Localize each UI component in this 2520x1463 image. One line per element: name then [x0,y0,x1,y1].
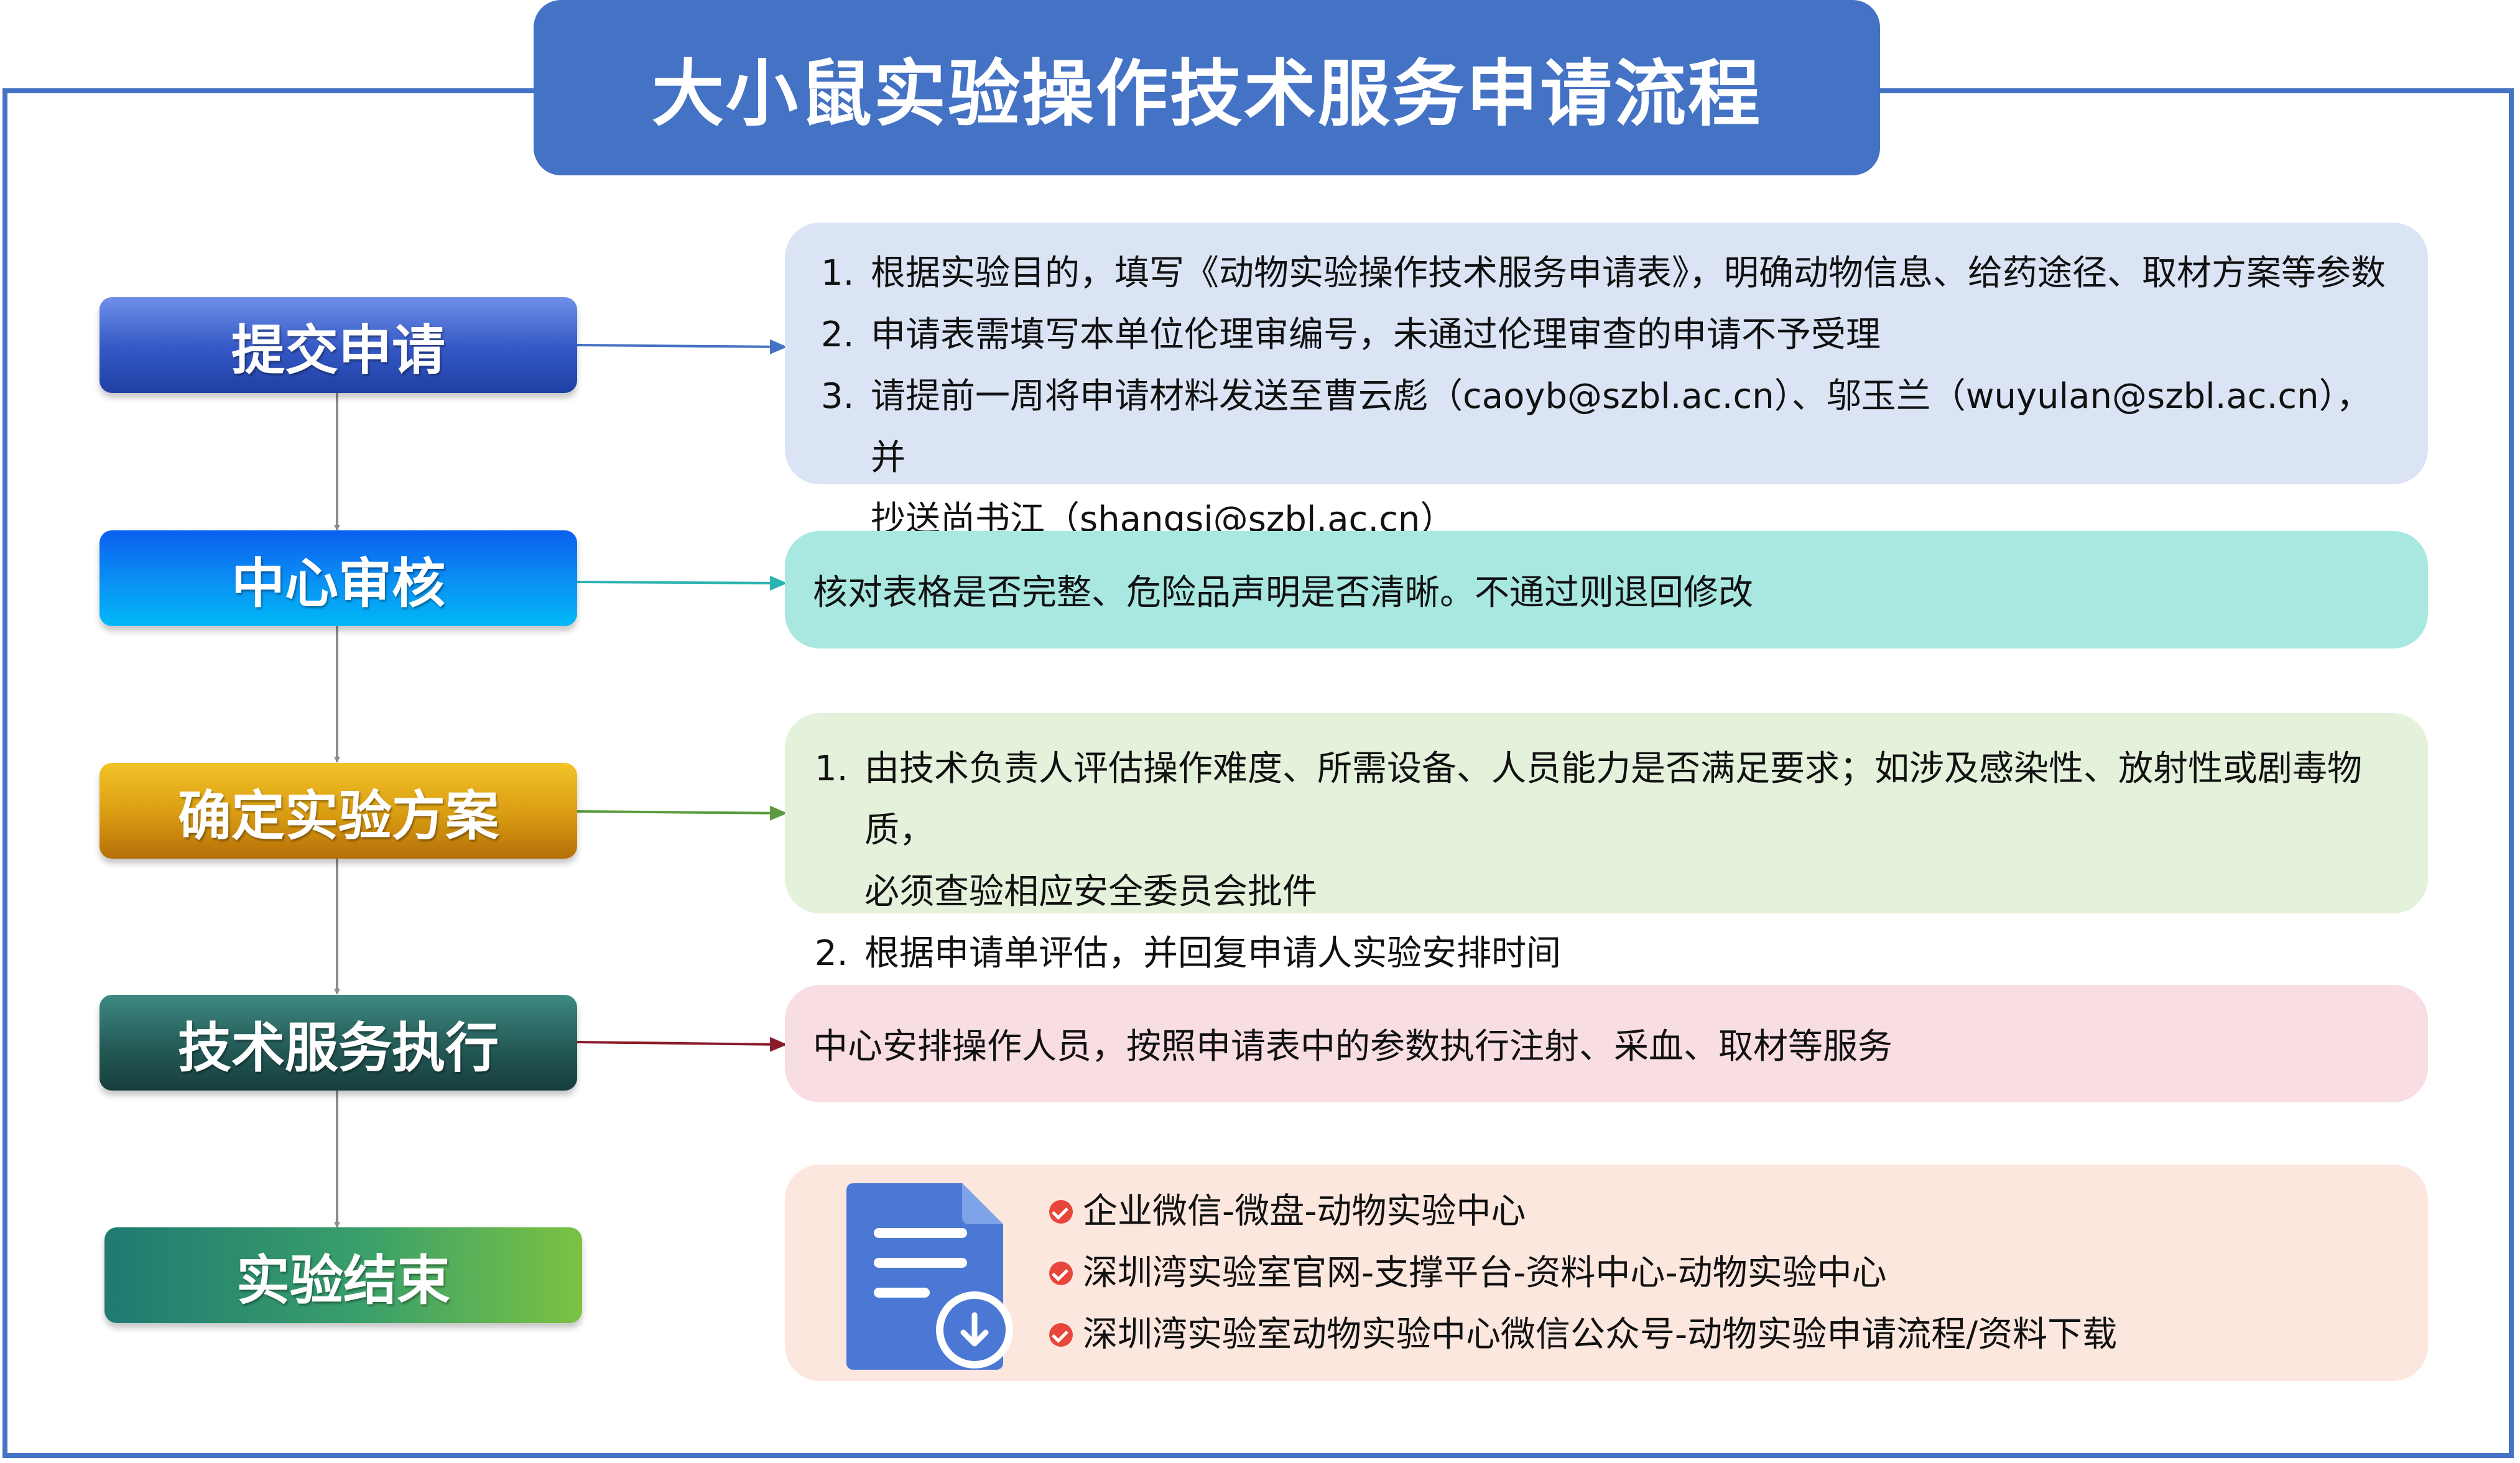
document-download-icon [846,1183,1013,1370]
list-item: 1. 由技术负责人评估操作难度、所需设备、人员能力是否满足要求；如涉及感染性、放… [815,738,2391,861]
step-confirm-plan: 确定实验方案 [100,763,577,859]
list-item: 1. 根据实验目的，填写《动物实验操作技术服务申请表》，明确动物信息、给药途径、… [821,242,2391,304]
item-number: 2. [815,933,848,974]
step-service-execution: 技术服务执行 [100,995,577,1091]
step-submit-application: 提交申请 [100,297,577,393]
link-arrow-1 [577,339,787,354]
list-item: 2. 根据申请单评估，并回复申请人实验安排时间 [815,923,2391,984]
link-arrow-3 [577,805,787,821]
page-title: 大小鼠实验操作技术服务申请流程 [534,0,1880,175]
panel-resources: 企业微信-微盘-动物实验中心 深圳湾实验室官网-支撑平台-资料中心-动物实验中心… [785,1165,2428,1381]
link-arrow-4 [577,1036,787,1052]
list-item: 企业微信-微盘-动物实验中心 [1049,1181,2117,1242]
link-arrow-2 [577,575,787,591]
item-text: 请提前一周将申请材料发送至曹云彪（caoyb@szbl.ac.cn）、邬玉兰（w… [871,376,2371,478]
resource-text: 深圳湾实验室官网-支撑平台-资料中心-动物实验中心 [1083,1253,1887,1293]
panel-review-details: 核对表格是否完整、危险品声明是否清晰。不通过则退回修改 [785,531,2428,648]
resource-list: 企业微信-微盘-动物实验中心 深圳湾实验室官网-支撑平台-资料中心-动物实验中心… [1049,1181,2117,1365]
item-text: 根据申请单评估，并回复申请人实验安排时间 [864,933,1561,974]
list-item: 3. 请提前一周将申请材料发送至曹云彪（caoyb@szbl.ac.cn）、邬玉… [821,366,2391,489]
panel-plan-details: 1. 由技术负责人评估操作难度、所需设备、人员能力是否满足要求；如涉及感染性、放… [785,713,2428,974]
resource-text: 深圳湾实验室动物实验中心微信公众号-动物实验申请流程/资料下载 [1083,1314,2118,1355]
item-number: 2. [821,315,855,355]
item-text: 申请表需填写本单位伦理审编号，未通过伦理审查的申请不予受理 [871,315,1881,355]
execution-text: 中心安排操作人员，按照申请表中的参数执行注射、采血、取材等服务 [813,1027,1892,1067]
item-number: 1. [821,253,855,293]
item-number: 3. [821,376,855,417]
item-number: 1. [815,749,848,789]
step-experiment-end: 实验结束 [104,1227,582,1323]
panel-submit-details: 1. 根据实验目的，填写《动物实验操作技术服务申请表》，明确动物信息、给药途径、… [785,223,2428,540]
panel-execution-details: 中心安排操作人员，按照申请表中的参数执行注射、采血、取材等服务 [785,985,2428,1102]
list-item: 深圳湾实验室官网-支撑平台-资料中心-动物实验中心 [1049,1242,2117,1304]
list-item: 2. 申请表需填写本单位伦理审编号，未通过伦理审查的申请不予受理 [821,304,2391,366]
resource-text: 企业微信-微盘-动物实验中心 [1083,1191,1526,1232]
check-icon [1049,1322,1073,1347]
item-text: 根据实验目的，填写《动物实验操作技术服务申请表》，明确动物信息、给药途径、取材方… [871,253,2386,293]
item-text-continued: 必须查验相应安全委员会批件 [864,872,1317,912]
step-center-review: 中心审核 [100,530,577,626]
review-text: 核对表格是否完整、危险品声明是否清晰。不通过则退回修改 [813,573,1753,613]
check-icon [1049,1199,1073,1224]
item-text: 由技术负责人评估操作难度、所需设备、人员能力是否满足要求；如涉及感染性、放射性或… [864,749,2362,851]
check-icon [1049,1261,1073,1285]
list-item: 深圳湾实验室动物实验中心微信公众号-动物实验申请流程/资料下载 [1049,1304,2117,1365]
